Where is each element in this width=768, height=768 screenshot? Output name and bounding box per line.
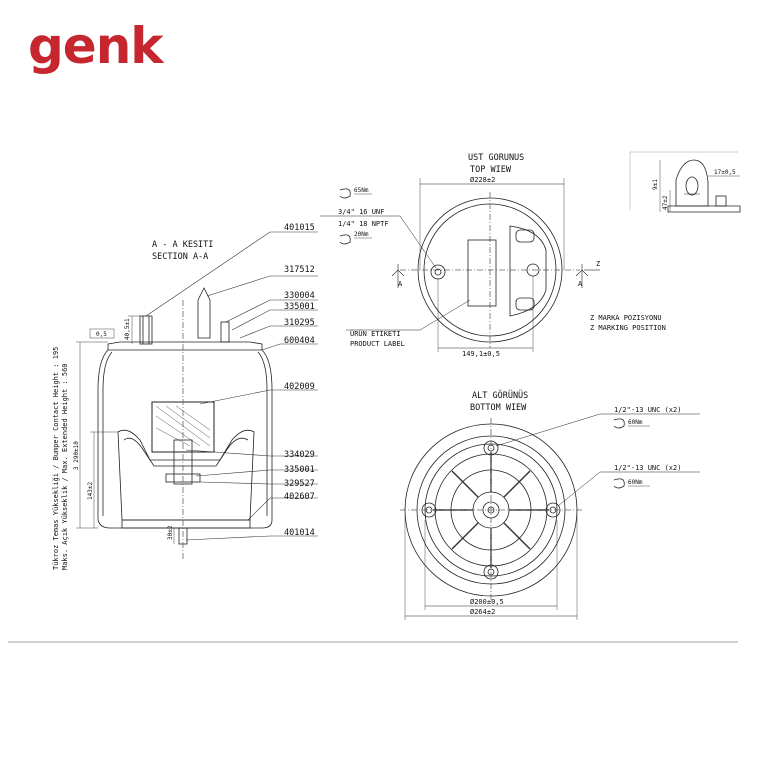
part-335001-bottom: 335001 [284,465,315,475]
product-label-area [467,239,497,307]
section-title-en: SECTION A-A [152,252,208,262]
detail-height2-dim: 47±2 [662,195,669,210]
z-marking-en: Z MARKING POSITION [590,324,666,332]
bottom-view-title-en: BOTTOM WIEW [470,403,527,413]
part-402607: 402607 [284,492,315,502]
z-marker: Z [596,260,600,268]
part-600404: 600404 [284,336,315,346]
top-view-title-tr: UST GORUNUS [468,153,524,163]
product-label-en: PRODUCT LABEL [350,340,405,348]
air-fitting-stud [139,315,153,345]
torque-arrow-2 [339,234,351,245]
thread-2-spec: 1/2"-13 UNC (x2) [614,464,681,472]
bracket [197,287,211,339]
fitting-1-torque: 65Nm [354,187,369,194]
z-marking-tr: Z MARKA POZISYONU [590,314,662,322]
piston-inner [123,437,249,467]
part-317512: 317512 [284,265,315,275]
part-leaders [145,231,318,541]
section-view: A - A KESITI SECTION A-A [52,223,318,570]
torque-arrow-1 [339,188,351,199]
bumper-height-note: Tükroz Temas Yüksekliği / Bumper Contact… [52,347,60,570]
bottom-inner-dia-dim: Ø200±0,5 [470,598,504,606]
product-label-tr: ÜRÜN ETIKETI [350,329,401,338]
detail-bracket [675,159,709,207]
part-329527: 329527 [284,479,315,489]
stud-detail: 9±1 47±2 17±0,5 [629,151,741,213]
detail-width-dim: 17±0,5 [714,169,736,176]
top-view: UST GORUNUS TOP WIEW Ø228±2 A A Z 6 [320,153,666,358]
detail-height-dim: 9±1 [652,179,659,190]
fitting-1-thread: 3/4" 16 UNF [338,208,384,216]
thread-2-torque-arrow [613,478,625,489]
stud-height-dim: 40,5±1 [124,318,131,340]
thread-1-torque-arrow [613,418,625,429]
bellows-inner [102,351,268,516]
pin-length-dim: 30±2 [167,525,174,540]
part-335001-top: 335001 [284,302,315,312]
part-310295: 310295 [284,318,315,328]
thread-1-leader [495,413,700,447]
flatness-tolerance: 0,5 [96,331,107,338]
part-334029: 334029 [284,450,315,460]
top-view-title-en: TOP WIEW [470,165,512,175]
base-plate [121,519,251,529]
part-401015: 401015 [284,223,315,233]
thread-2-leader [557,471,700,507]
top-plate [107,341,263,351]
max-height-note: Maks. Açık Yükseklik / Max. Extended Hei… [61,363,69,570]
mounting-stud [220,321,230,343]
thread-1-torque: 60Nm [628,419,643,426]
inner-height-dim: 143±2 [87,482,94,500]
section-dimensions [76,315,175,544]
thread-1-spec: 1/2"-13 UNC (x2) [614,406,681,414]
section-title-tr: A - A KESITI [152,240,213,250]
fitting-2-torque: 20Nm [354,231,369,238]
section-marker-right: A [578,280,583,288]
part-402009: 402009 [284,382,315,392]
fitting-2-thread: 1/4" 18 NPTF [338,220,389,228]
top-diameter-dim: Ø228±2 [470,176,495,184]
part-401014: 401014 [284,528,315,538]
air-fitting-top [430,264,446,280]
bracket-top [509,225,547,317]
top-width-dim: 149,1±0,5 [462,350,500,358]
piston-outer [117,429,255,521]
detail-plate [667,205,741,213]
product-label-leader [346,299,471,331]
bottom-view-title-tr: ALT GÖRÜNÜS [472,390,528,401]
part-330004: 330004 [284,291,315,301]
section-marker-left: A [398,280,403,288]
bottom-outer-dia-dim: Ø264±2 [470,608,495,616]
thread-2-torque: 60Nm [628,479,643,486]
genk-logo: genk [28,17,164,75]
overall-height-dim: 3 290±10 [73,441,80,470]
bottom-view: ALT GÖRÜNÜS BOTTOM WIEW [400,390,700,620]
